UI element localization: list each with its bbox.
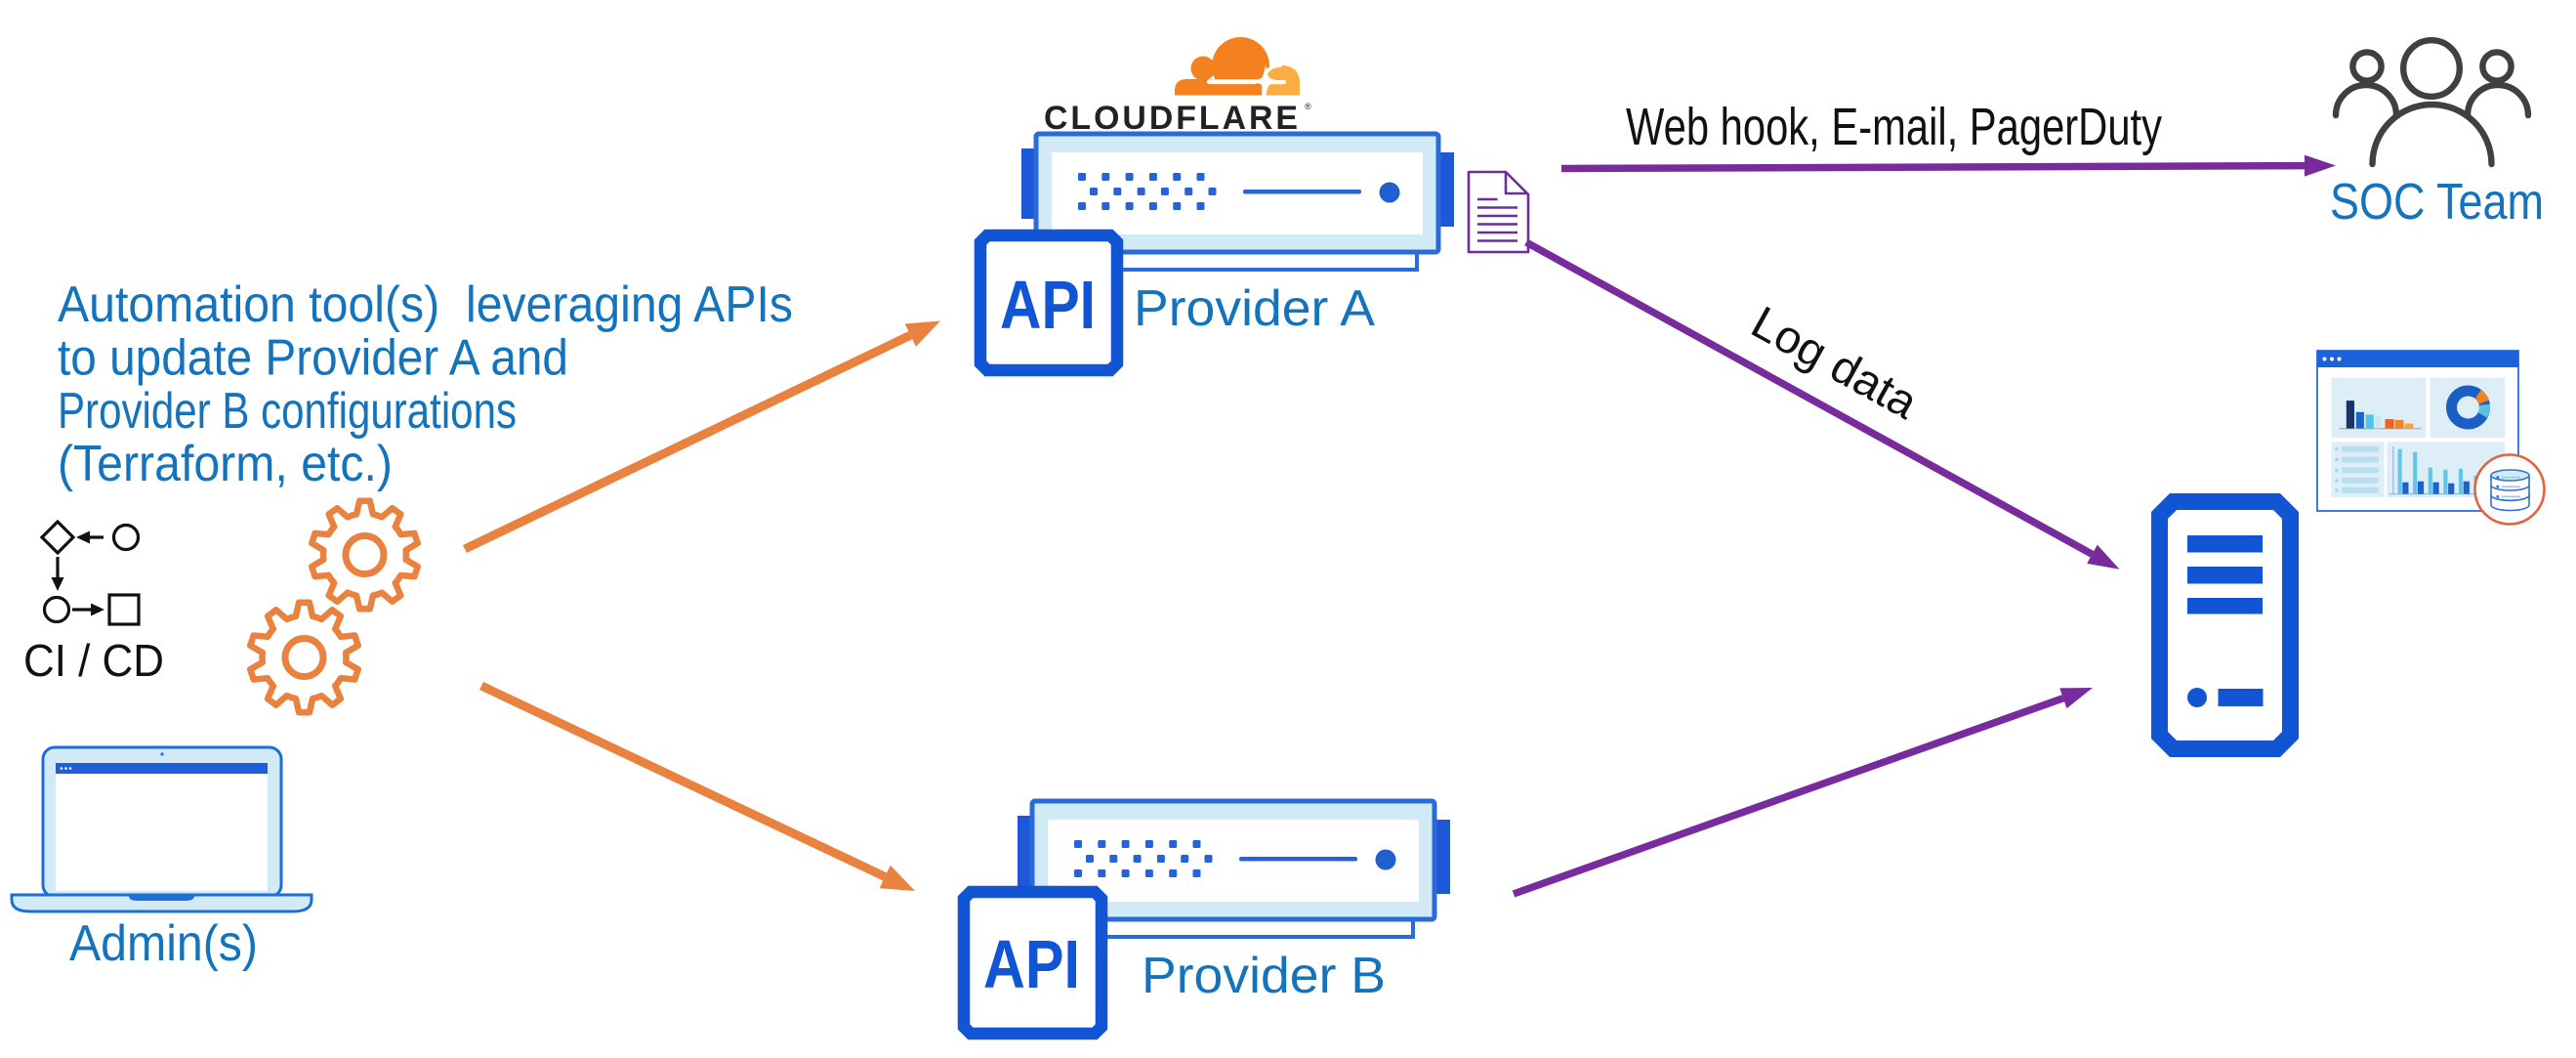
svg-text:Provider A: Provider A (1134, 280, 1375, 337)
svg-text:(Terraform, etc.): (Terraform, etc.) (58, 436, 393, 492)
svg-text:CI / CD: CI / CD (23, 635, 164, 686)
svg-text:to update Provider A and: to update Provider A and (58, 330, 568, 387)
svg-text:®: ® (1305, 102, 1311, 111)
svg-text:SOC Team: SOC Team (2330, 174, 2544, 231)
svg-text:API: API (983, 926, 1080, 1002)
svg-text:Admin(s): Admin(s) (69, 915, 258, 972)
svg-text:Provider B configurations: Provider B configurations (58, 383, 517, 440)
svg-text:Web hook, E-mail, PagerDuty: Web hook, E-mail, PagerDuty (1626, 98, 2162, 156)
svg-text:CLOUDFLARE: CLOUDFLARE (1044, 100, 1301, 137)
svg-text:Automation tool(s) leveraging: Automation tool(s) leveraging APIs (58, 276, 793, 333)
svg-text:API: API (1000, 267, 1096, 343)
svg-text:Provider B: Provider B (1142, 948, 1386, 1004)
